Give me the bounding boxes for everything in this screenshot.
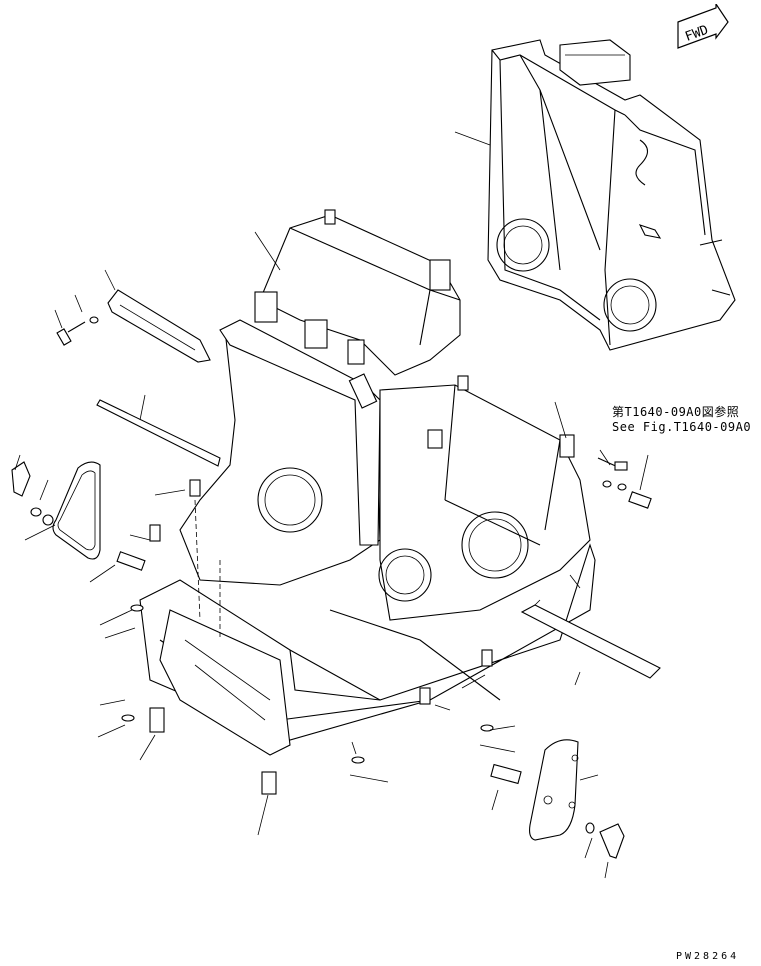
strip-part xyxy=(96,399,221,467)
square-bar-part xyxy=(520,599,661,679)
drawing-id: PW28264 xyxy=(676,951,740,962)
forward-direction-arrow-icon: FWD xyxy=(677,4,729,49)
reference-note-en: See Fig.T1640-09A0 xyxy=(612,420,752,434)
window-glass-part xyxy=(52,461,101,560)
cover-plate-part xyxy=(107,289,211,363)
bolts-and-washers xyxy=(11,316,652,859)
window-glass-part-2 xyxy=(529,739,579,841)
main-frame-part xyxy=(139,209,596,756)
leader-lines xyxy=(14,231,649,879)
rear-frame-part xyxy=(454,39,736,351)
reference-note-jp: 第T1640-09A0図参照 xyxy=(612,405,740,419)
